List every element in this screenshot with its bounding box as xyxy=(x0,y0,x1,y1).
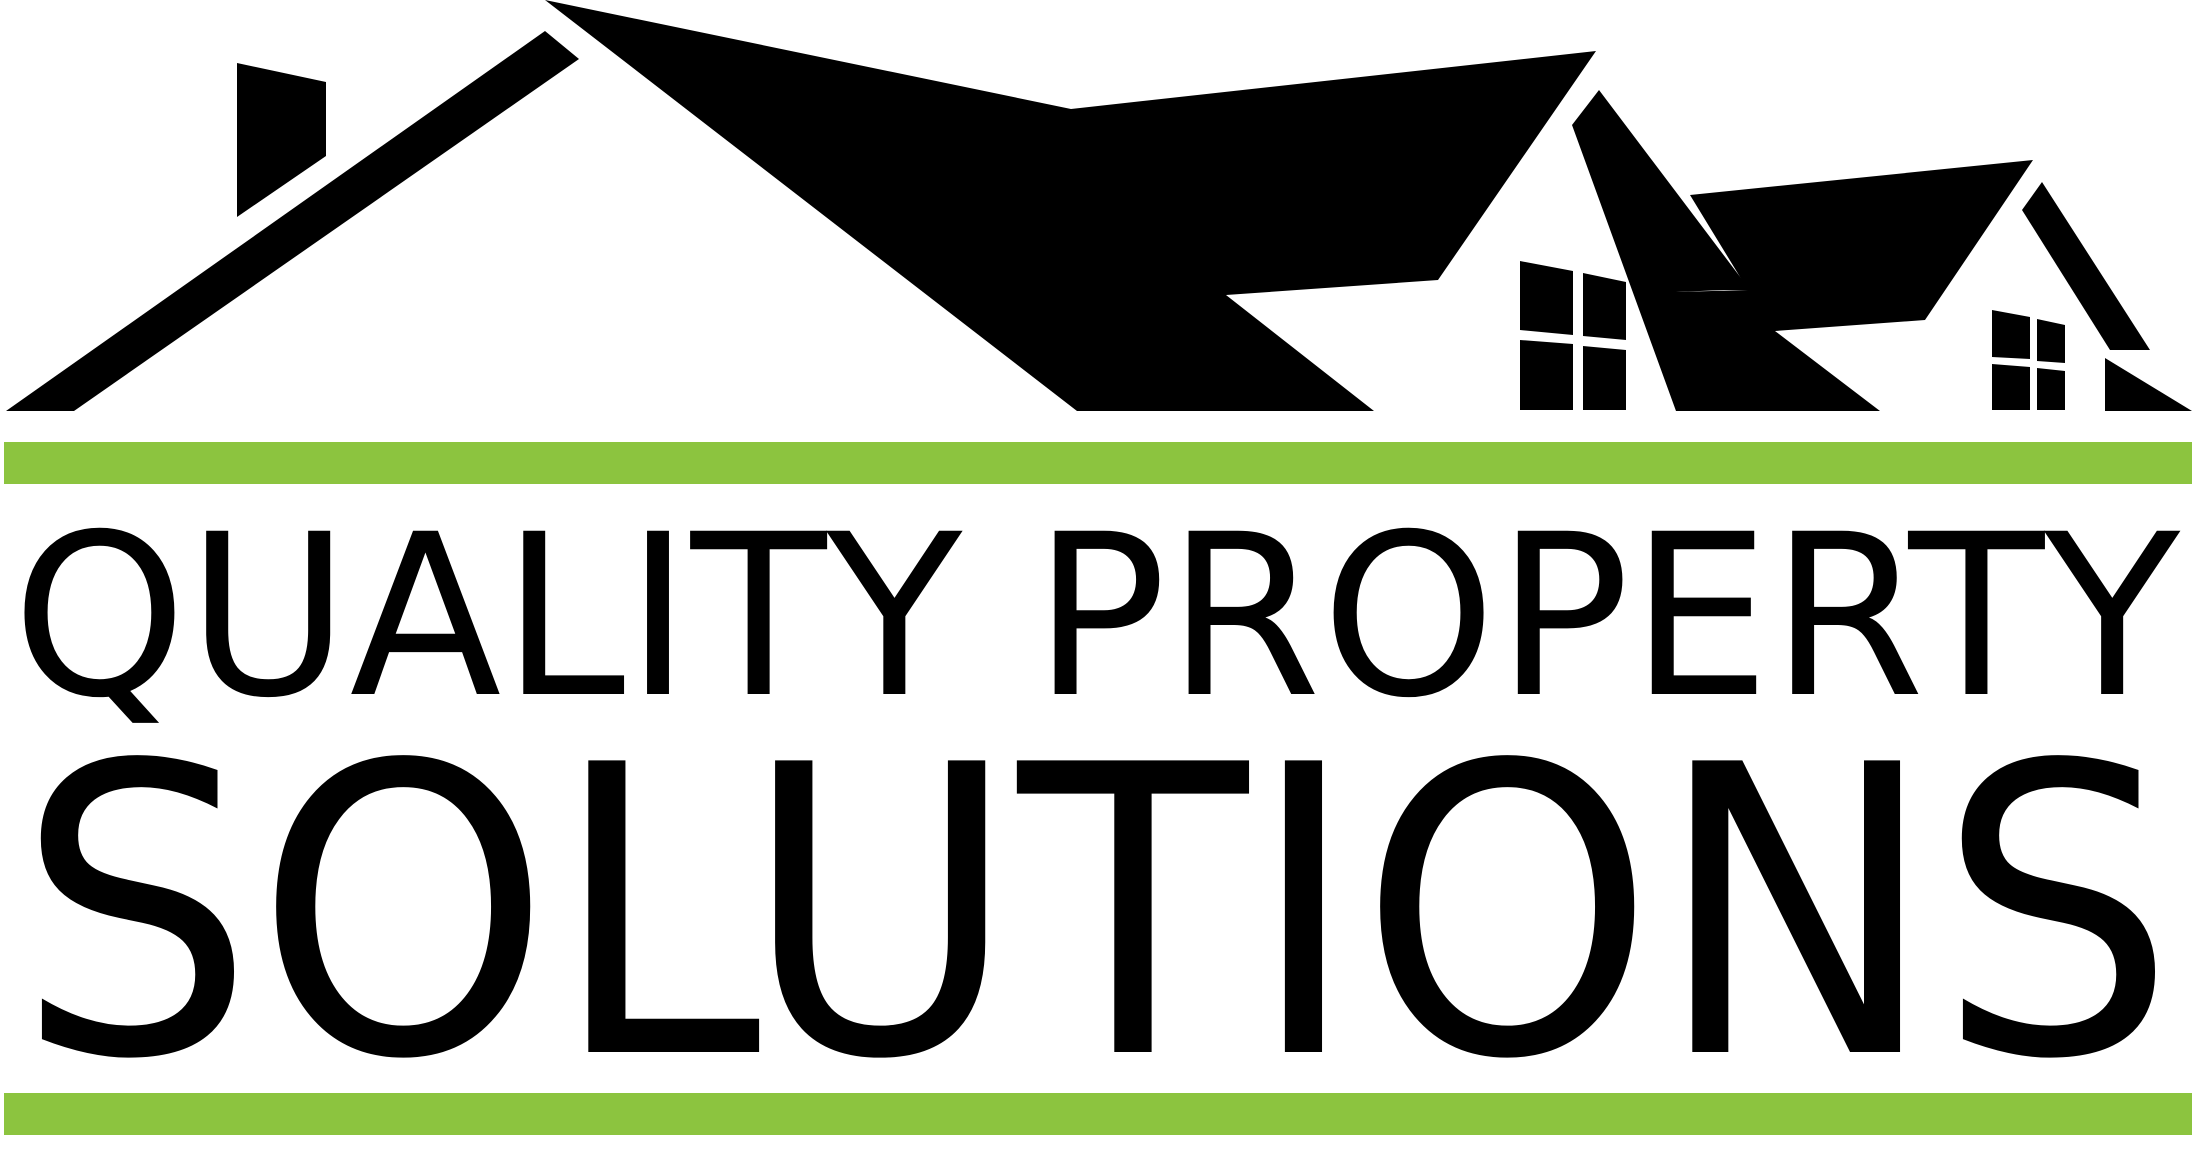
company-name-line-2: SOLUTIONS xyxy=(16,722,2176,1082)
chimney xyxy=(237,63,326,217)
window-middle xyxy=(1520,261,1626,410)
tagline-line-2: SOLUTIONS xyxy=(16,722,2176,1082)
window-right xyxy=(1992,310,2065,410)
house-roofline-icon xyxy=(6,0,2192,411)
top-accent-bar xyxy=(4,442,2192,484)
left-roof-stripe xyxy=(6,31,579,411)
right-corner-wedge xyxy=(2105,358,2192,411)
company-name-line-1: QUALITY PROPERTY xyxy=(12,498,2181,728)
bottom-accent-bar xyxy=(4,1093,2192,1135)
mid-gable-stripe xyxy=(1572,90,1750,411)
tagline-line-1: QUALITY PROPERTY xyxy=(12,498,2181,728)
roof-shapes xyxy=(6,0,2192,411)
middle-roof xyxy=(1676,160,2033,411)
main-roof xyxy=(545,0,1596,411)
right-gable-stripe xyxy=(2022,182,2150,350)
